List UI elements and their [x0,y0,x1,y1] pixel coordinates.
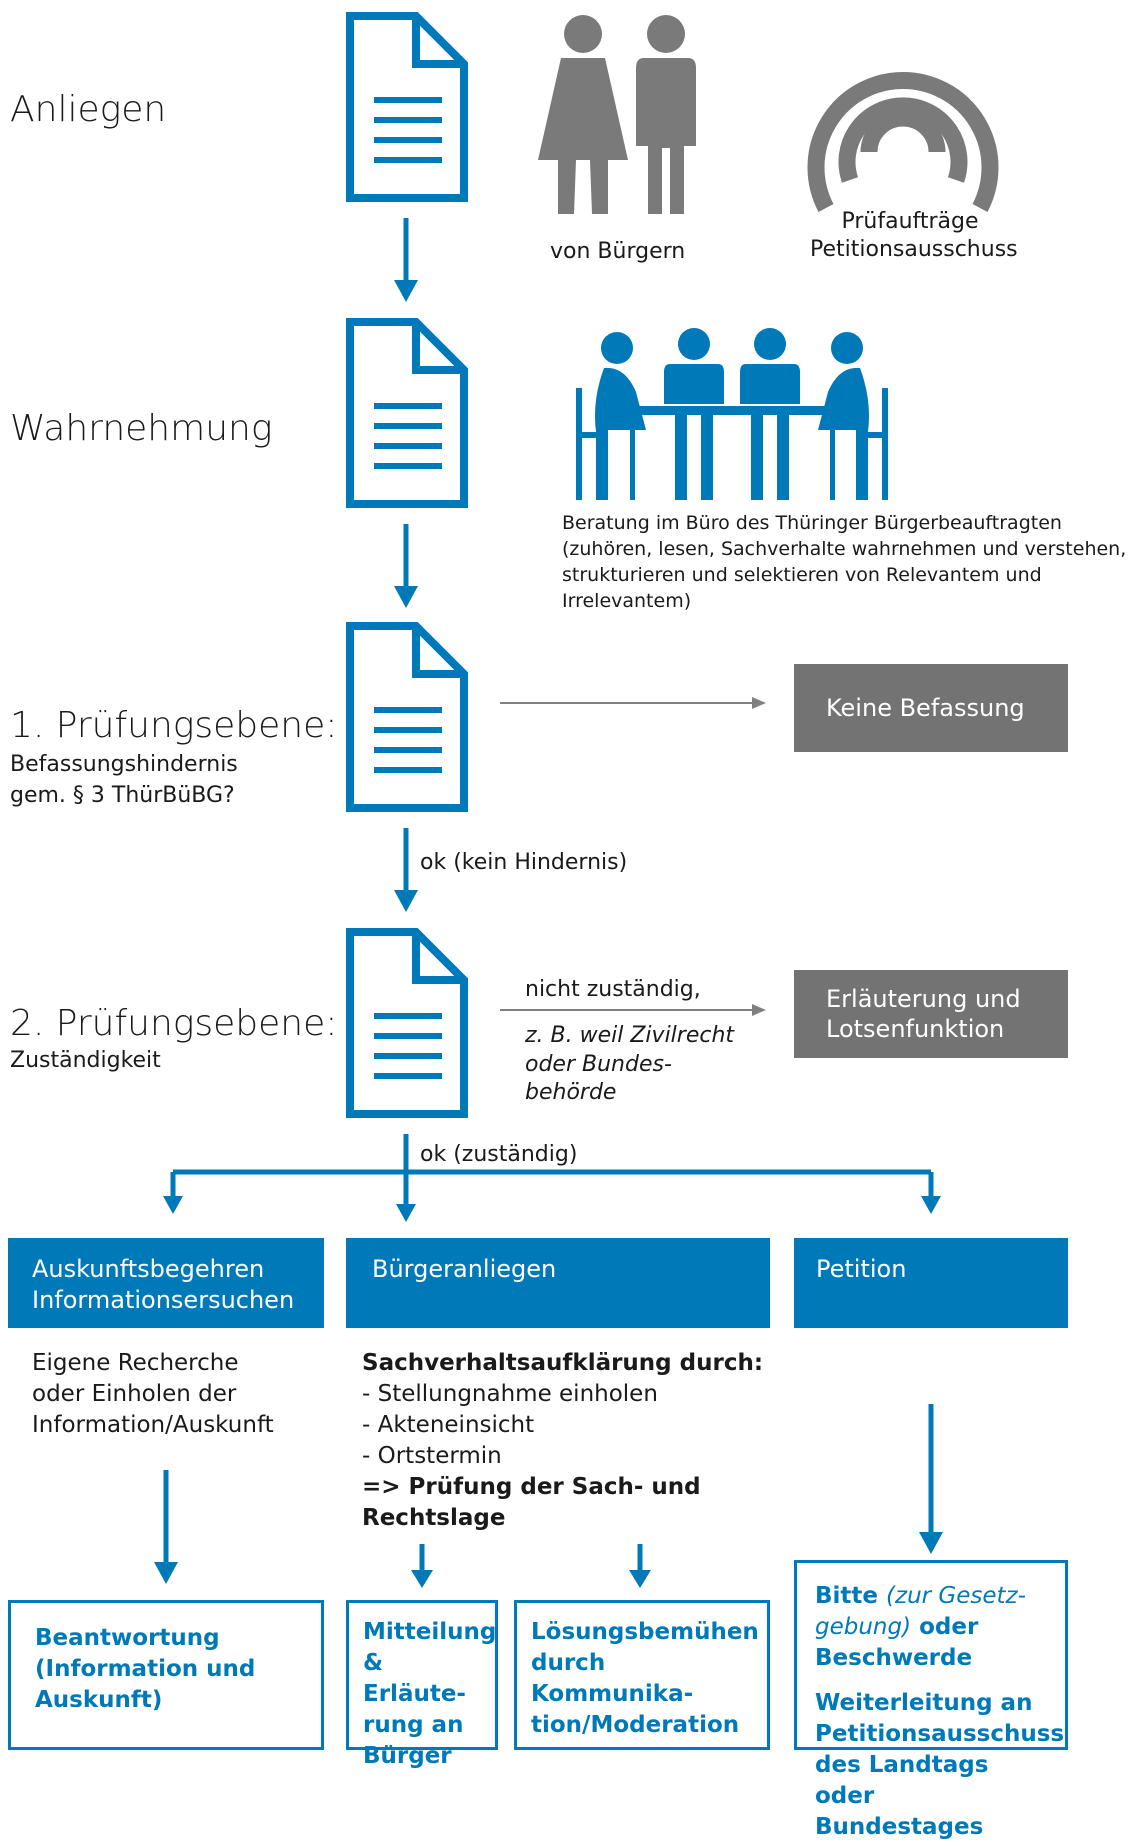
box-keine-befassung: Keine Befassung [794,664,1068,752]
gesetz-text-2: gebung) [815,1614,912,1641]
stage-pruefung-1-sub-line2: gem. § 3 ThürBüBG? [10,782,235,808]
box-buergeranliegen: Bürgeranliegen [346,1238,770,1328]
box-petition-label: Petition [816,1255,907,1283]
label-zb-line2: oder Bundes- [525,1051,672,1077]
buerger-item-ortstermin: - Ortstermin [362,1443,502,1470]
meeting-icon [576,328,888,500]
arrow-loesung-down [629,1544,651,1588]
box-buergeranliegen-label: Bürgeranliegen [372,1255,557,1283]
diagram-graphics [154,0,999,1588]
buerger-result-line1: => Prüfung der Sach- und [362,1474,701,1501]
auskunft-description: Eigene Recherche oder Einholen der Infor… [32,1348,274,1441]
stage-pruefung-1-sub-line1: Befassungshindernis [10,752,238,777]
caption-beratung-line2: (zuhören, lesen, Sachverhalte wahrnehmen… [562,538,1127,561]
buerger-item-stellungnahme: - Stellungnahme einholen [362,1381,658,1408]
box-loesung-line1: Lösungsbemühen [531,1619,759,1645]
box-mitteilung-line2: & Erläute- [363,1650,466,1708]
box-mitteilung-line1: Mitteilung [363,1619,497,1645]
box-bitte-beschwerde: Bitte (zur Gesetz- gebung) oder Beschwer… [794,1560,1068,1840]
box-erlaeuterung-line2: Lotsenfunktion [826,1015,1005,1043]
citizens-icon [538,15,696,214]
weiterleitung-line3: des Landtags oder [815,1752,989,1810]
box-mitteilung-line3: rung an [363,1712,464,1739]
caption-beratung-line3: strukturieren und selektieren von Releva… [562,564,1042,587]
caption-pruefauftraege-line2: Petitionsausschuss [810,236,1018,262]
stage-wahrnehmung: Wahrnehmung [10,408,273,449]
arrow-mitteilung-down [411,1544,433,1588]
document-icon-3 [350,626,464,808]
box-beantwortung-line2: (Information und [35,1656,256,1683]
caption-pruefauftraege: Prüfaufträge Petitionsausschuss [810,208,1018,263]
beschwerde-text: Beschwerde [815,1645,973,1672]
weiterleitung-line1: Weiterleitung an [815,1690,1033,1717]
box-keine-befassung-label: Keine Befassung [826,694,1025,722]
box-beantwortung-line3: Auskunft) [35,1687,163,1714]
box-bitte-line1: Bitte (zur Gesetz- [815,1581,1047,1612]
arrow-down-1 [394,218,418,302]
spacer [815,1674,1047,1688]
auskunft-description-line2: oder Einholen der [32,1381,237,1408]
label-ok-zustaendig: ok (zuständig) [420,1142,578,1167]
auskunft-description-line3: Information/Auskunft [32,1412,274,1439]
label-zb-line1: z. B. weil Zivilrecht [525,1023,735,1048]
stage-pruefung-2-sub: Zuständigkeit [10,1048,161,1073]
buerger-item-akteneinsicht: - Akteneinsicht [362,1412,535,1439]
arrow-auskunft-down [154,1470,178,1584]
arrow-down-2 [394,524,418,608]
box-erlaeuterung: Erläuterung und Lotsenfunktion [794,970,1068,1058]
arrow-to-keine-befassung [500,697,766,709]
weiterleitung-line2: Petitionsausschuss [815,1721,1065,1748]
box-petition: Petition [794,1238,1068,1328]
box-auskunftsbegehren-line1: Auskunftsbegehren [32,1255,265,1283]
stage-pruefung-1-title: 1. Prüfungsebene: [10,705,338,746]
label-zb-line3: behörde [525,1080,617,1106]
oder-text: oder [919,1614,979,1641]
buerger-result-line2: Rechtslage [362,1505,506,1532]
label-zb-zivilrecht: z. B. weil Zivilrecht oder Bundes- behör… [525,1022,734,1108]
document-icon-2 [350,322,464,504]
stage-pruefung-1-sub: Befassungshindernis gem. § 3 ThürBüBG? [10,750,238,812]
bitte-text: Bitte [815,1583,879,1609]
stage-anliegen: Anliegen [10,89,167,130]
caption-von-buergern: von Bürgern [550,239,686,264]
box-loesungsbemuehen: Lösungsbemühen durch Kommunika- tion/Mod… [514,1600,770,1750]
box-erlaeuterung-line1: Erläuterung und [826,985,1021,1013]
document-icon-1 [350,16,464,198]
box-auskunftsbegehren-line2: Informationsersuchen [32,1286,295,1315]
signal-arcs-icon [807,72,999,212]
box-loesung-line2: durch Kommunika- [531,1650,694,1708]
gesetz-text-1: (zur Gesetz- [886,1583,1026,1609]
caption-pruefauftraege-line1: Prüfaufträge [841,209,979,234]
box-beantwortung: Beantwortung (Information und Auskunft) [8,1600,324,1750]
arrow-to-erlaeuterung [500,1004,766,1016]
caption-beratung: Beratung im Büro des Thüringer Bürgerbea… [562,510,1126,614]
branch-connector [163,1134,941,1222]
stage-pruefung-2-title: 2. Prüfungsebene: [10,1003,338,1044]
box-bitte-line2: gebung) oder [815,1612,1047,1643]
box-beantwortung-line1: Beantwortung [35,1625,220,1651]
weiterleitung-line4: Bundestages [815,1814,984,1841]
box-auskunftsbegehren: Auskunftsbegehren Informationsersuchen [8,1238,324,1328]
caption-beratung-line4: Irrelevantem) [562,590,692,613]
label-ok-kein-hindernis: ok (kein Hindernis) [420,850,628,875]
caption-beratung-line1: Beratung im Büro des Thüringer Bürgerbea… [562,512,1062,534]
arrow-down-3 [394,828,418,912]
box-mitteilung-line4: Bürger [363,1743,452,1770]
document-icon-4 [350,932,464,1114]
box-loesung-line3: tion/Moderation [531,1712,740,1739]
buerger-description-heading: Sachverhaltsaufklärung durch: [362,1350,764,1376]
box-mitteilung: Mitteilung & Erläute- rung an Bürger [346,1600,498,1769]
buerger-description: Sachverhaltsaufklärung durch: - Stellung… [362,1348,763,1534]
label-nicht-zustaendig: nicht zuständig, [525,977,701,1002]
auskunft-description-line1: Eigene Recherche [32,1350,239,1376]
arrow-petition-down [919,1404,943,1554]
